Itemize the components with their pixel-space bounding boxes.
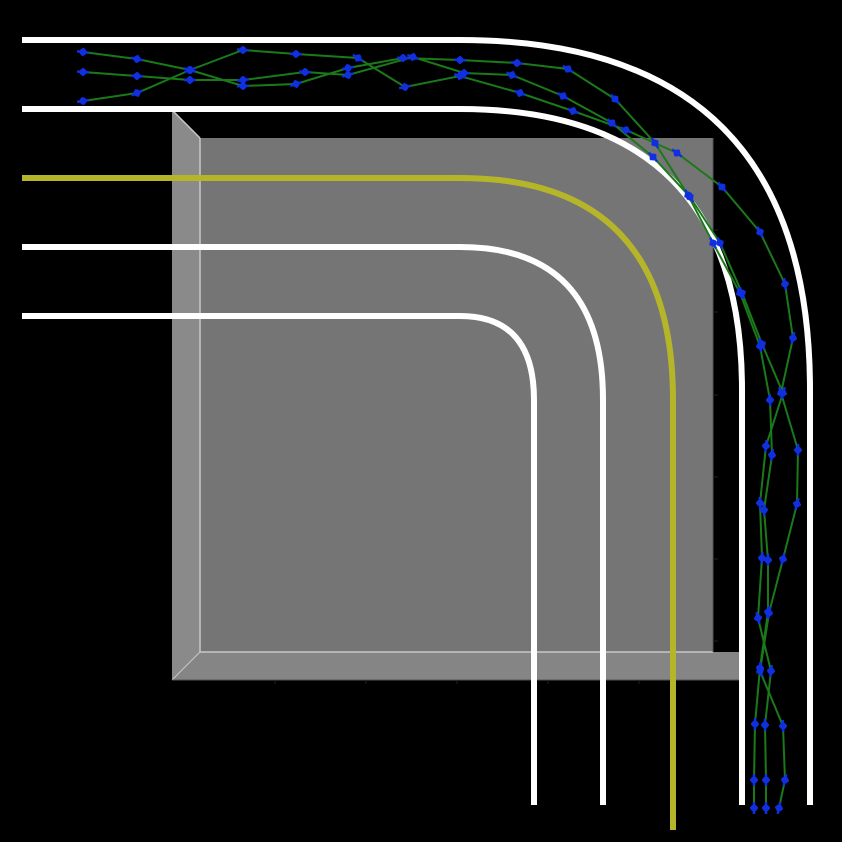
vehicle-marker (130, 54, 144, 64)
vehicle-marker (709, 237, 717, 249)
vehicle-marker (184, 76, 196, 84)
vehicle-marker (737, 286, 747, 300)
vehicle-marker (510, 58, 524, 68)
vehicle-marker (793, 443, 803, 457)
vehicle-marker (236, 45, 250, 55)
vehicle-marker (289, 49, 303, 59)
vehicle-marker (557, 92, 569, 100)
vehicle-marker (759, 503, 769, 517)
vehicle-marker (750, 717, 760, 731)
vehicle-marker (762, 802, 770, 814)
vehicle-marker (685, 191, 695, 203)
vehicle-marker (236, 75, 250, 85)
vehicle-marker (788, 331, 798, 345)
vehicle-marker (715, 237, 725, 249)
vehicle-marker (289, 79, 303, 89)
vehicle-marker (767, 448, 777, 462)
plot-box-floor-panel (172, 652, 740, 680)
lane-line-5 (22, 313, 537, 805)
lane-line-1 (22, 37, 813, 805)
vehicle-marker (774, 801, 784, 815)
vehicle-marker (562, 64, 574, 74)
plot-box-side-panel (172, 110, 200, 680)
vehicle-marker (610, 93, 620, 105)
vehicle-marker (648, 151, 658, 163)
vehicle-marker (671, 148, 683, 158)
vehicle-marker (755, 664, 765, 678)
center-line (22, 175, 676, 830)
vehicle-marker (778, 552, 788, 566)
vehicle-marker (513, 88, 527, 98)
vehicle-marker (76, 67, 90, 77)
vehicle-marker (750, 802, 758, 814)
vehicle-marker (406, 52, 420, 62)
vehicle-marker (183, 65, 197, 75)
vehicle-marker (764, 606, 774, 620)
axis-ticks (274, 229, 718, 684)
vehicle-marker (298, 67, 312, 77)
lane-line-2 (22, 106, 745, 805)
vehicle-marker (792, 497, 802, 511)
vehicle-marker (606, 118, 618, 128)
vehicle-marker (755, 496, 765, 510)
plot-box-edge (171, 109, 201, 139)
vehicle-marker (717, 181, 727, 193)
vehicle-marker (398, 82, 412, 92)
vehicle-marker (778, 719, 788, 733)
lane-line-4 (22, 244, 606, 805)
vehicle-marker (764, 554, 772, 566)
plot-box-edge (171, 651, 201, 681)
vehicle-marker (760, 718, 770, 732)
vehicle-marker (761, 439, 771, 453)
vehicle-marker (566, 106, 580, 116)
vehicle-marker (757, 551, 767, 565)
vehicle-marker (453, 55, 467, 65)
vehicle-marker (76, 96, 90, 106)
vehicle-marker (755, 226, 765, 238)
vehicle-marker (76, 47, 90, 57)
vehicle-marker (620, 125, 632, 135)
vehicle-marker (757, 337, 767, 351)
vehicle-marker (130, 71, 144, 81)
vehicle-marker (341, 63, 355, 73)
vehicle-marker (780, 277, 790, 291)
vehicle-marker (352, 53, 364, 63)
road-lanes (22, 37, 813, 830)
vehicle-marker (396, 53, 410, 63)
vehicle-markers (76, 45, 803, 815)
vehicle-marker (765, 393, 775, 407)
vehicle-marker (505, 70, 519, 80)
vehicle-marker (753, 611, 763, 625)
vehicle-marker (750, 774, 758, 786)
vehicle-marker (650, 137, 660, 149)
vehicle-marker (780, 773, 790, 787)
plot-box (171, 109, 740, 684)
plot-box-back-panel (200, 138, 713, 652)
vehicle-marker (766, 664, 776, 678)
vehicle-marker (236, 81, 250, 91)
vehicle-marker (762, 774, 770, 786)
vehicle-marker (341, 70, 355, 80)
vehicle-marker (130, 88, 144, 98)
vehicle-marker (453, 71, 467, 81)
vehicle-marker (776, 386, 786, 400)
